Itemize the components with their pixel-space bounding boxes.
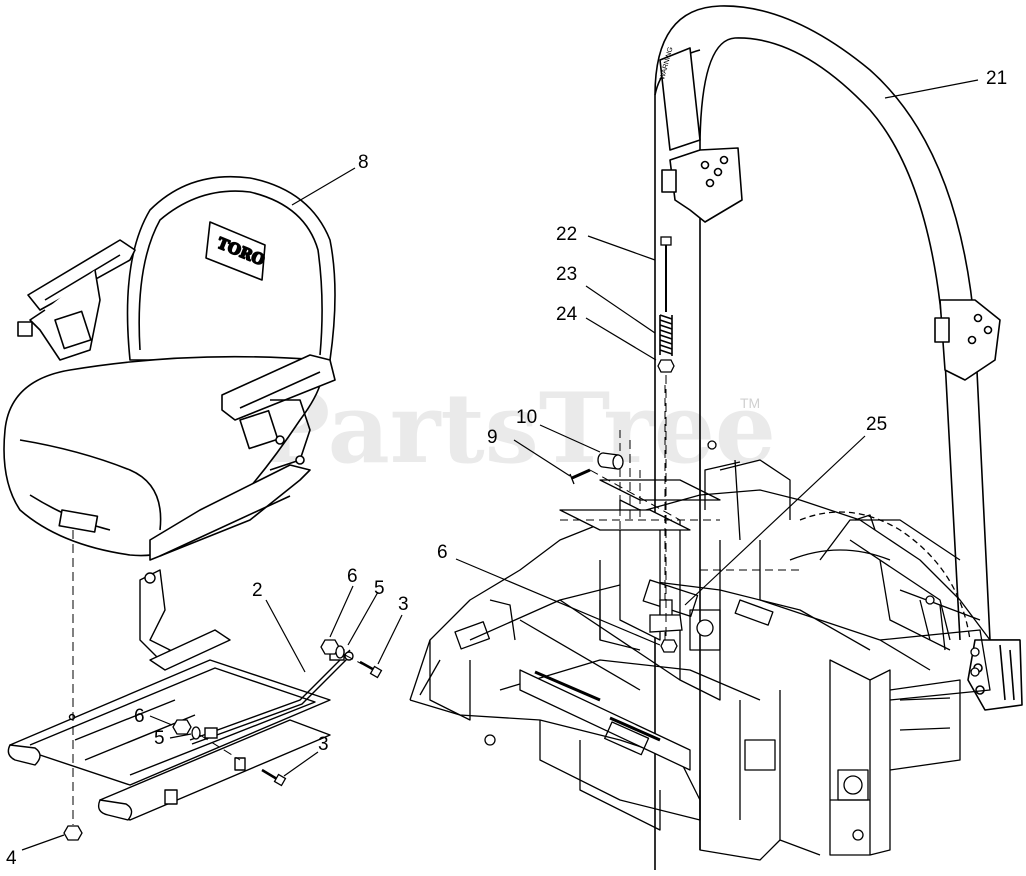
nut-6-right <box>660 639 678 653</box>
seat: TORO <box>3 175 336 561</box>
leader-lines <box>21 79 979 851</box>
callout-6-right: 6 <box>437 542 448 563</box>
callout-24: 24 <box>556 304 578 325</box>
explode-lines <box>72 375 681 825</box>
callout-6-upper: 6 <box>347 566 358 587</box>
watermark-trademark: TM <box>740 395 760 411</box>
callout-8: 8 <box>358 152 369 173</box>
callout-5-lower: 5 <box>154 728 165 749</box>
callout-9: 9 <box>487 427 498 448</box>
nut-6-upper <box>320 639 340 655</box>
callout-4: 4 <box>6 848 17 869</box>
phantom-lines <box>560 385 800 650</box>
callout-23: 23 <box>556 264 577 285</box>
callout-labels: 21 8 22 23 24 10 9 25 6 2 6 5 3 6 5 3 4 <box>6 68 1007 869</box>
nut-6-lower <box>172 719 192 735</box>
washer-5-lower <box>191 726 201 740</box>
callout-6-lower: 6 <box>134 706 145 727</box>
callout-3-lower: 3 <box>318 734 329 755</box>
callout-25: 25 <box>866 414 887 435</box>
bolt-9 <box>571 468 591 480</box>
chassis-frame <box>409 440 991 861</box>
roll-bar: WARNING <box>654 5 1023 870</box>
callout-22: 22 <box>556 224 577 245</box>
nut-4 <box>63 825 83 841</box>
callout-21: 21 <box>986 68 1007 89</box>
hardware <box>63 236 683 841</box>
callout-5-upper: 5 <box>374 578 385 599</box>
callout-2: 2 <box>252 580 263 601</box>
spring-23 <box>659 314 673 356</box>
callout-10: 10 <box>516 407 537 428</box>
seat-mount-rails <box>7 569 331 821</box>
nut-24 <box>657 359 675 373</box>
callout-3-upper: 3 <box>398 594 409 615</box>
bolt-22 <box>660 236 672 312</box>
washer-5-upper <box>335 645 345 659</box>
watermark-text: PartsTree <box>258 372 776 485</box>
spacer-10 <box>597 452 624 470</box>
